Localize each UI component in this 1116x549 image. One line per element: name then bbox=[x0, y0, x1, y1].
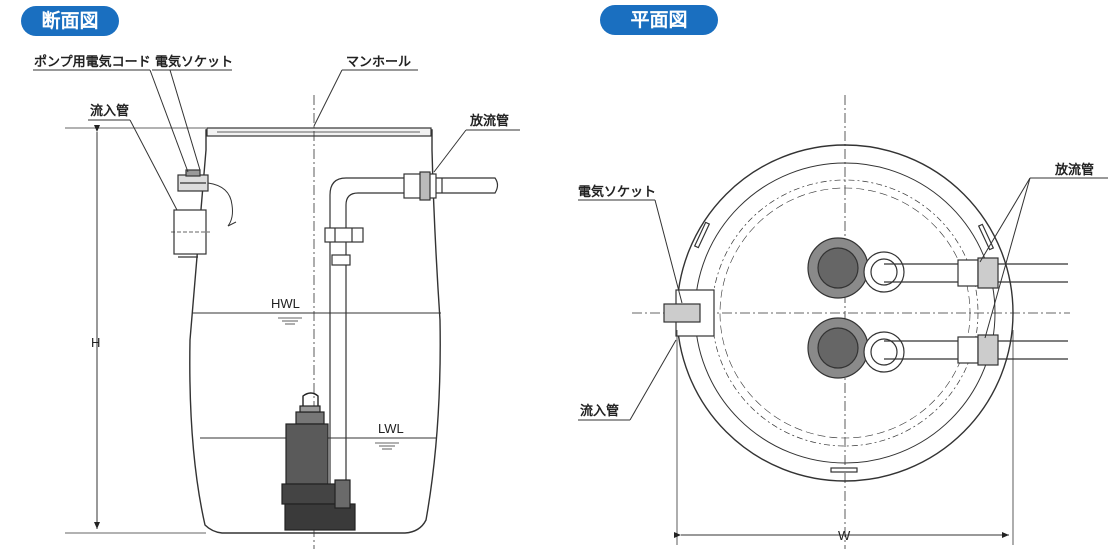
plan-view-title: 平面図 bbox=[600, 5, 718, 35]
pump-plan-2 bbox=[807, 317, 905, 379]
label-manhole: マンホール bbox=[346, 55, 411, 70]
pump-section bbox=[281, 392, 356, 531]
section-labels: ポンプ用電気コード 電気ソケット マンホール 流入管 放流管 HWL LWL H bbox=[34, 54, 509, 436]
plan-socket bbox=[663, 303, 701, 323]
discharge-pipe bbox=[329, 177, 420, 490]
plan-label-inflow: 流入管 bbox=[580, 403, 619, 419]
label-pump-cord: ポンプ用電気コード bbox=[34, 54, 151, 70]
plan-view bbox=[578, 95, 1108, 549]
label-height: H bbox=[91, 335, 100, 350]
plan-labels: 電気ソケット 放流管 流入管 W bbox=[578, 162, 1094, 543]
pump-cord bbox=[207, 182, 233, 227]
plan-label-socket: 電気ソケット bbox=[578, 184, 656, 200]
section-view-title: 断面図 bbox=[21, 6, 119, 36]
section-view bbox=[33, 69, 520, 549]
tank-outline bbox=[189, 129, 441, 534]
label-inflow: 流入管 bbox=[90, 103, 129, 119]
plan-label-outflow: 放流管 bbox=[1054, 162, 1094, 178]
plan-label-width: W bbox=[838, 528, 851, 543]
pump-plan-1 bbox=[807, 237, 905, 299]
label-socket: 電気ソケット bbox=[155, 54, 233, 70]
label-outflow: 放流管 bbox=[469, 113, 509, 129]
label-hwl: HWL bbox=[271, 296, 300, 311]
label-lwl: LWL bbox=[378, 421, 404, 436]
outflow-fitting-2 bbox=[957, 336, 979, 364]
outflow-fitting-1 bbox=[957, 259, 979, 287]
